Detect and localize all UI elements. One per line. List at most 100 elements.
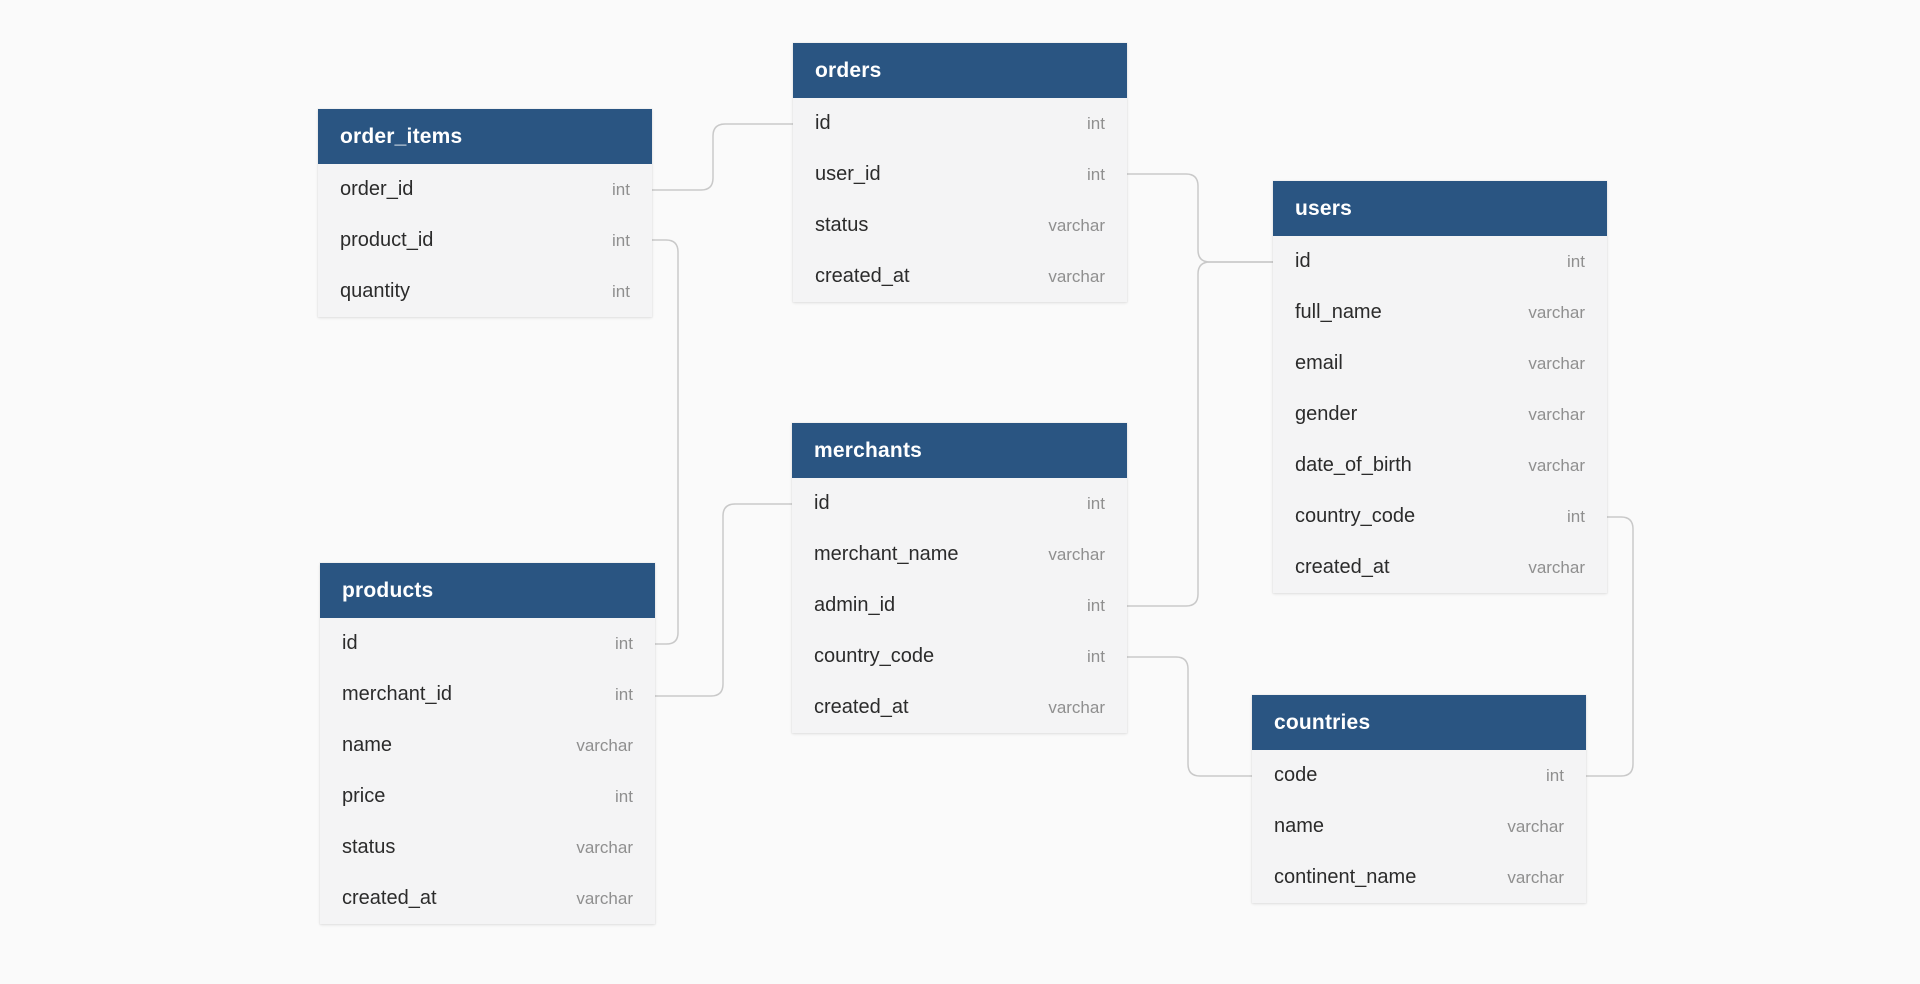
field-name: id <box>815 112 831 134</box>
field-row-products-merchant_id[interactable]: merchant_id int <box>320 669 655 720</box>
field-row-countries-name[interactable]: name varchar <box>1252 801 1586 852</box>
table-title: order_items <box>340 124 463 148</box>
field-type: int <box>1567 251 1585 271</box>
field-row-order_items-product_id[interactable]: product_id int <box>318 215 652 266</box>
field-type: varchar <box>1528 353 1585 373</box>
field-type: varchar <box>576 735 633 755</box>
field-type: int <box>1087 164 1105 184</box>
field-row-merchants-country_code[interactable]: country_code int <box>792 631 1127 682</box>
relationship-orders.user_id-to-users.id[interactable] <box>1127 173 1273 263</box>
field-type: int <box>1546 765 1564 785</box>
relationship-products.merchant_id-to-merchants.id[interactable] <box>655 503 792 697</box>
field-type: varchar <box>1048 544 1105 564</box>
table-order_items-header[interactable]: order_items <box>318 109 652 164</box>
field-row-products-created_at[interactable]: created_at varchar <box>320 873 655 924</box>
field-row-orders-id[interactable]: id int <box>793 98 1127 149</box>
field-row-merchants-admin_id[interactable]: admin_id int <box>792 580 1127 631</box>
field-row-orders-created_at[interactable]: created_at varchar <box>793 251 1127 302</box>
table-products-header[interactable]: products <box>320 563 655 618</box>
field-row-orders-user_id[interactable]: user_id int <box>793 149 1127 200</box>
table-orders-header[interactable]: orders <box>793 43 1127 98</box>
table-title: countries <box>1274 710 1371 734</box>
field-type: varchar <box>1528 455 1585 475</box>
field-name: admin_id <box>814 594 896 616</box>
field-type: varchar <box>1528 557 1585 577</box>
field-row-users-full_name[interactable]: full_name varchar <box>1273 287 1607 338</box>
field-row-order_items-quantity[interactable]: quantity int <box>318 266 652 317</box>
field-name: created_at <box>342 887 437 909</box>
field-name: price <box>342 785 386 807</box>
field-name: name <box>342 734 393 756</box>
field-name: merchant_id <box>342 683 453 705</box>
field-name: user_id <box>815 163 881 185</box>
field-name: quantity <box>340 280 411 302</box>
field-type: varchar <box>576 888 633 908</box>
relationship-users.country_code-to-countries.code[interactable] <box>1586 516 1634 777</box>
field-name: order_id <box>340 178 414 200</box>
field-row-products-name[interactable]: name varchar <box>320 720 655 771</box>
table-countries-header[interactable]: countries <box>1252 695 1586 750</box>
field-name: country_code <box>1295 505 1416 527</box>
field-name: email <box>1295 352 1343 374</box>
field-name: created_at <box>815 265 910 287</box>
field-name: created_at <box>1295 556 1390 578</box>
relationship-order_items.product_id-to-products.id[interactable] <box>652 239 679 645</box>
field-row-countries-code[interactable]: code int <box>1252 750 1586 801</box>
field-name: continent_name <box>1274 866 1417 888</box>
field-type: int <box>1087 595 1105 615</box>
field-type: int <box>1087 113 1105 133</box>
field-type: int <box>615 684 633 704</box>
field-type: varchar <box>1507 816 1564 836</box>
field-row-users-id[interactable]: id int <box>1273 236 1607 287</box>
field-name: product_id <box>340 229 434 251</box>
field-type: varchar <box>1048 215 1105 235</box>
field-type: int <box>612 281 630 301</box>
field-row-orders-status[interactable]: status varchar <box>793 200 1127 251</box>
table-title: products <box>342 578 434 602</box>
table-users-header[interactable]: users <box>1273 181 1607 236</box>
field-name: created_at <box>814 696 909 718</box>
field-row-products-price[interactable]: price int <box>320 771 655 822</box>
field-name: gender <box>1295 403 1358 425</box>
field-type: int <box>612 230 630 250</box>
field-type: varchar <box>1528 302 1585 322</box>
field-name: id <box>814 492 830 514</box>
relationship-merchants.admin_id-to-users.id[interactable] <box>1127 261 1273 607</box>
field-type: varchar <box>576 837 633 857</box>
field-name: merchant_name <box>814 543 959 565</box>
field-name: id <box>1295 250 1311 272</box>
table-merchants-header[interactable]: merchants <box>792 423 1127 478</box>
field-row-merchants-merchant_name[interactable]: merchant_name varchar <box>792 529 1127 580</box>
field-row-users-email[interactable]: email varchar <box>1273 338 1607 389</box>
field-row-users-created_at[interactable]: created_at varchar <box>1273 542 1607 593</box>
field-type: varchar <box>1507 867 1564 887</box>
relationship-merchants.country_code-to-countries.code[interactable] <box>1127 656 1252 777</box>
field-name: country_code <box>814 645 935 667</box>
field-name: name <box>1274 815 1325 837</box>
field-name: full_name <box>1295 301 1382 323</box>
field-type: varchar <box>1048 266 1105 286</box>
field-name: status <box>815 214 869 236</box>
field-name: code <box>1274 764 1318 786</box>
relationship-order_items.order_id-to-orders.id[interactable] <box>652 123 793 191</box>
field-row-merchants-created_at[interactable]: created_at varchar <box>792 682 1127 733</box>
field-type: int <box>615 786 633 806</box>
field-type: varchar <box>1048 697 1105 717</box>
field-row-countries-continent_name[interactable]: continent_name varchar <box>1252 852 1586 903</box>
field-type: int <box>1087 646 1105 666</box>
